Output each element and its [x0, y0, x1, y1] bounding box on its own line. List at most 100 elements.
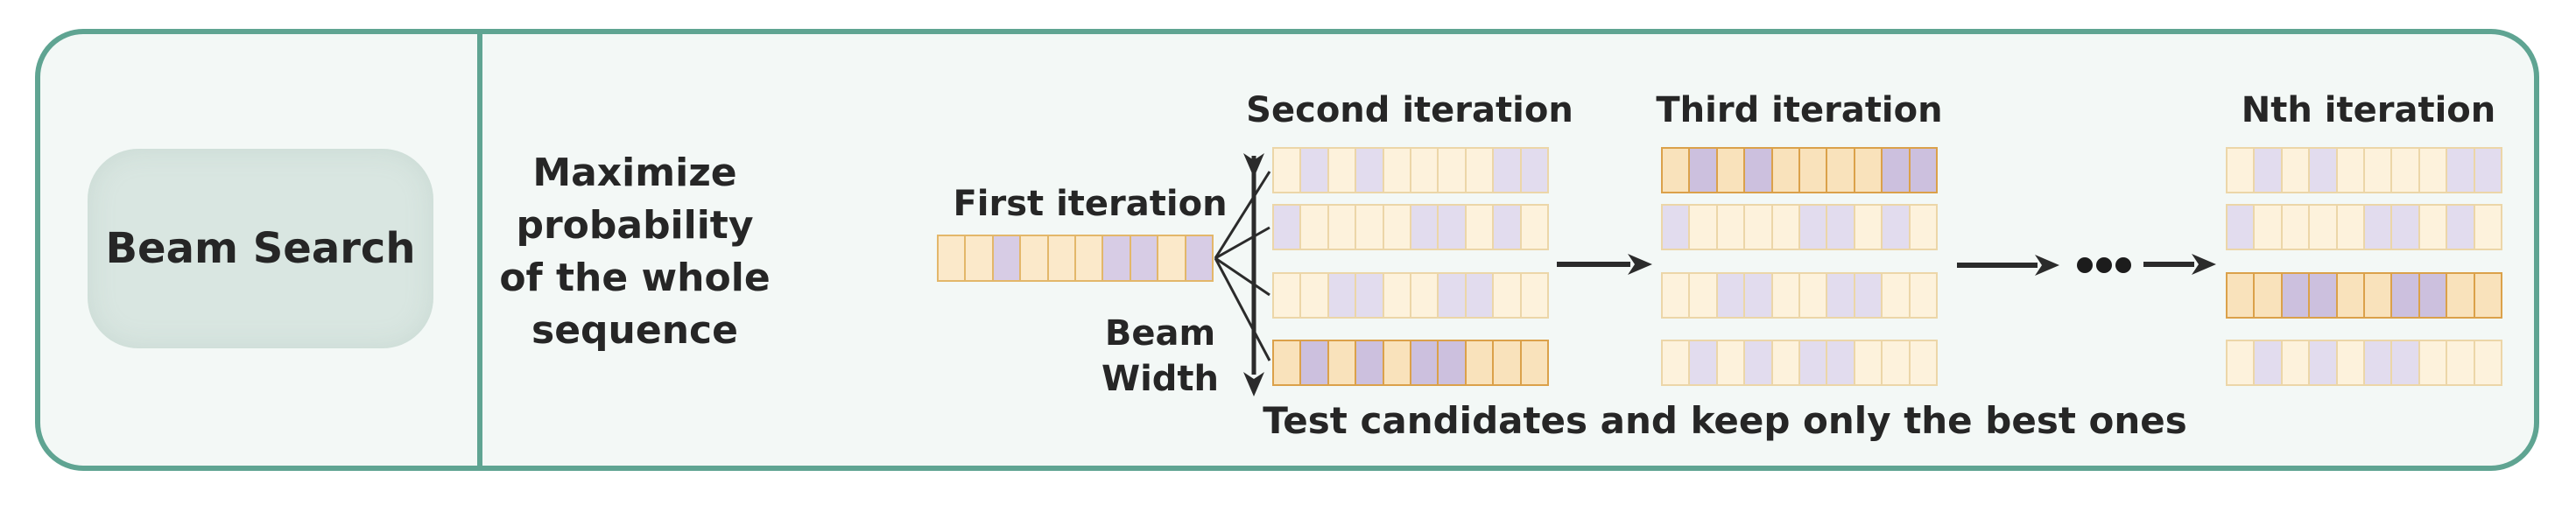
token-cell-orange [1798, 147, 1828, 193]
token-cell-purple [1519, 147, 1550, 193]
token-cell-orange [1770, 204, 1801, 250]
token-cell-orange [1661, 147, 1691, 193]
method-pill: Beam Search [88, 149, 433, 348]
method-title: Beam Search [105, 224, 416, 273]
token-cell-orange [1327, 340, 1357, 386]
token-cell-purple [1826, 204, 1855, 250]
token-cell-orange [1908, 204, 1939, 250]
token-cell-orange [2280, 340, 2311, 386]
token-cell-orange [2473, 204, 2503, 250]
caption-text: Test candidates and keep only the best o… [1263, 399, 2187, 442]
token-cell-orange [1492, 340, 1522, 386]
token-cell-orange [2253, 204, 2283, 250]
token-cell-purple [2253, 147, 2283, 193]
nth-iteration-label: Nth iteration [2241, 90, 2496, 130]
token-cell-purple [1272, 204, 1302, 250]
token-cell-orange [2390, 147, 2420, 193]
token-cell-purple [2418, 272, 2448, 319]
token-cell-orange [2446, 272, 2475, 319]
token-cell-purple [1826, 272, 1855, 319]
token-cell-orange [2418, 204, 2448, 250]
token-cell-orange [1382, 272, 1412, 319]
token-cell-purple [1327, 272, 1357, 319]
token-cell-orange [937, 235, 967, 282]
token-cell-orange [1272, 147, 1302, 193]
token-cell-purple [2446, 147, 2475, 193]
token-cell-orange [1770, 340, 1801, 386]
token-cell-orange [1519, 204, 1550, 250]
token-cell-orange [1410, 272, 1439, 319]
token-cell-orange [1519, 340, 1550, 386]
token-strip-nth-iteration-candidate-2 [2226, 204, 2503, 250]
token-cell-orange [1661, 340, 1691, 386]
token-cell-purple [2390, 272, 2420, 319]
token-cell-purple [1881, 204, 1911, 250]
token-cell-orange [2308, 204, 2338, 250]
token-strip-third-iteration-candidate-3 [1661, 272, 1939, 319]
token-cell-orange [1299, 272, 1329, 319]
token-cell-orange [2335, 272, 2366, 319]
token-cell-purple [1688, 147, 1718, 193]
token-cell-orange [1046, 235, 1077, 282]
token-cell-orange [1382, 204, 1412, 250]
token-cell-orange [2226, 147, 2256, 193]
token-cell-purple [1853, 272, 1883, 319]
beam-width-label: Beam Width [1101, 313, 1220, 399]
token-cell-orange [1355, 204, 1384, 250]
token-cell-orange [1074, 235, 1104, 282]
token-cell-orange [1437, 147, 1467, 193]
token-cell-orange [1881, 272, 1911, 319]
token-cell-orange [2363, 147, 2393, 193]
token-cell-orange [964, 235, 994, 282]
token-cell-orange [2473, 340, 2503, 386]
token-cell-orange [1019, 235, 1049, 282]
token-cell-orange [1908, 340, 1939, 386]
token-strip-third-iteration-candidate-2 [1661, 204, 1939, 250]
token-cell-orange [2226, 272, 2256, 319]
token-cell-orange [1853, 147, 1883, 193]
token-cell-purple [1881, 147, 1911, 193]
token-cell-orange [2418, 147, 2448, 193]
method-description: Maximize probability of the whole sequen… [499, 151, 771, 353]
token-cell-orange [1327, 147, 1357, 193]
token-cell-purple [2226, 204, 2256, 250]
token-cell-purple [2308, 340, 2338, 386]
token-strip-second-iteration-candidate-1 [1272, 147, 1550, 193]
first-iteration-label: First iteration [953, 184, 1228, 224]
token-cell-purple [1908, 147, 1939, 193]
token-cell-orange [2446, 340, 2475, 386]
token-cell-purple [1355, 272, 1384, 319]
token-cell-purple [1798, 204, 1828, 250]
token-cell-purple [1743, 272, 1773, 319]
token-cell-orange [1770, 272, 1801, 319]
token-cell-purple [2473, 147, 2503, 193]
token-cell-orange [1853, 340, 1883, 386]
token-cell-orange [1327, 204, 1357, 250]
token-cell-purple [1437, 340, 1467, 386]
token-cell-orange [1715, 147, 1746, 193]
third-iteration-label: Third iteration [1656, 90, 1943, 130]
token-cell-purple [1299, 340, 1329, 386]
token-cell-orange [1743, 204, 1773, 250]
token-cell-orange [1826, 147, 1855, 193]
token-strip-second-iteration-candidate-4 [1272, 340, 1550, 386]
token-cell-purple [1688, 340, 1718, 386]
token-cell-purple [1355, 147, 1384, 193]
token-strip-nth-iteration-candidate-3 [2226, 272, 2503, 319]
token-cell-orange [1157, 235, 1186, 282]
token-cell-purple [1299, 147, 1329, 193]
token-cell-orange [2473, 272, 2503, 319]
token-cell-orange [2280, 204, 2311, 250]
token-cell-purple [2446, 204, 2475, 250]
token-cell-purple [1129, 235, 1159, 282]
token-cell-orange [1492, 272, 1522, 319]
token-cell-purple [1464, 272, 1495, 319]
vertical-divider [477, 32, 482, 468]
token-cell-purple [1410, 340, 1439, 386]
token-cell-orange [1464, 147, 1495, 193]
token-cell-orange [1881, 340, 1911, 386]
token-cell-purple [1715, 272, 1746, 319]
token-cell-purple [1437, 272, 1467, 319]
token-cell-orange [1299, 204, 1329, 250]
token-cell-orange [1715, 340, 1746, 386]
